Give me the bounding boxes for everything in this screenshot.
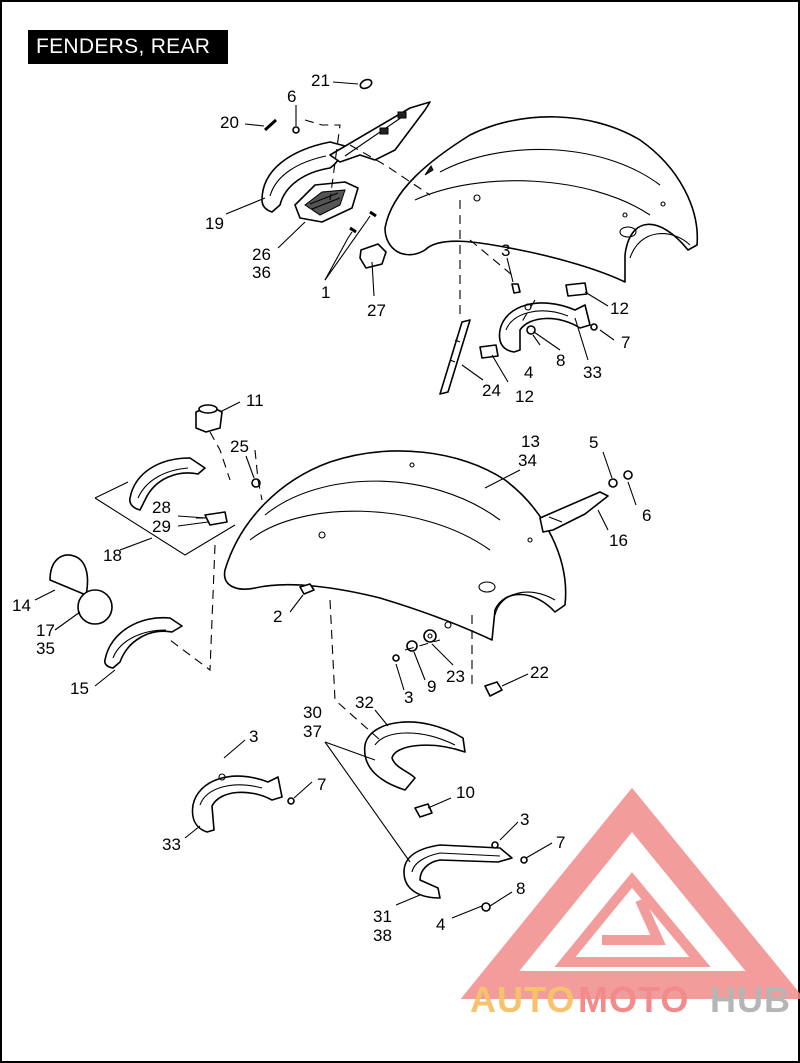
part-12-decals xyxy=(479,282,588,359)
callout-8-lower: 8 xyxy=(516,879,525,898)
callout-26: 26 xyxy=(252,245,271,264)
callout-3-left: 3 xyxy=(249,727,258,746)
part-1-screws xyxy=(349,210,377,234)
callout-18: 18 xyxy=(103,546,122,565)
part-15-lamp-housing xyxy=(104,616,183,669)
watermark-logo xyxy=(460,787,800,999)
upper-rear-fender xyxy=(384,116,699,283)
callout-23: 23 xyxy=(446,667,465,686)
callout-34: 34 xyxy=(518,451,537,470)
part-24-support-strip xyxy=(439,319,471,395)
callout-30: 30 xyxy=(303,703,322,722)
diagram-title: FENDERS, REAR xyxy=(28,30,228,64)
part-14-lens xyxy=(49,554,89,596)
callout-32: 32 xyxy=(355,693,374,712)
callout-5: 5 xyxy=(589,433,598,452)
callout-16: 16 xyxy=(609,531,628,550)
callout-6-upper: 6 xyxy=(287,87,296,106)
leader-lines xyxy=(34,81,637,919)
callout-29: 29 xyxy=(152,517,171,536)
watermark-text-moto: MOTO xyxy=(578,979,689,1020)
callout-1: 1 xyxy=(321,283,330,302)
callout-17: 17 xyxy=(36,621,55,640)
part-18-lamp-housing xyxy=(129,457,228,526)
callout-2: 2 xyxy=(273,607,282,626)
callout-labels: 21 6 20 19 26 36 1 27 3 12 7 8 4 33 24 1… xyxy=(12,71,651,945)
callout-20: 20 xyxy=(220,113,239,132)
callout-12-left: 12 xyxy=(515,387,534,406)
part-11-grommet xyxy=(195,404,223,433)
part-5-6-hardware xyxy=(608,470,633,488)
upper-small-hardware xyxy=(263,78,373,134)
callout-33-lower: 33 xyxy=(162,835,181,854)
callout-31: 31 xyxy=(373,907,392,926)
part-33-lower-bracket xyxy=(191,773,295,833)
callout-24: 24 xyxy=(482,381,501,400)
callout-19: 19 xyxy=(205,214,224,233)
callout-12-right: 12 xyxy=(610,299,629,318)
callout-38: 38 xyxy=(373,926,392,945)
callout-14: 14 xyxy=(12,596,31,615)
callout-7-upper: 7 xyxy=(621,333,630,352)
part-19-light-housing xyxy=(261,141,346,213)
callout-21: 21 xyxy=(311,71,330,90)
upper-strap xyxy=(329,101,431,163)
callout-27: 27 xyxy=(367,301,386,320)
callout-35: 35 xyxy=(36,639,55,658)
callout-11: 11 xyxy=(246,391,264,410)
callout-4-upper: 4 xyxy=(524,363,533,382)
part-10-clip xyxy=(414,803,433,818)
callout-3-lower: 3 xyxy=(520,810,529,829)
callout-36: 36 xyxy=(252,263,271,282)
callout-22: 22 xyxy=(530,663,549,682)
callout-25: 25 xyxy=(230,437,249,456)
part-26-lamp-assembly xyxy=(294,181,359,223)
part-16-fender-brace xyxy=(539,491,609,533)
callout-7-lower: 7 xyxy=(556,833,565,852)
callout-13: 13 xyxy=(521,432,540,451)
callout-37: 37 xyxy=(303,722,322,741)
callout-8-upper: 8 xyxy=(556,351,565,370)
callout-4-lower: 4 xyxy=(436,915,445,934)
part-17-lens xyxy=(77,589,113,625)
part-33-upper-bracket xyxy=(498,302,591,353)
upper-hardware xyxy=(511,283,598,335)
part-32-support-bracket xyxy=(363,721,466,791)
callout-33-upper: 33 xyxy=(583,363,602,382)
assembly-lines xyxy=(169,119,536,741)
callout-3-upper: 3 xyxy=(501,241,510,260)
part-31-rack xyxy=(403,841,528,912)
watermark-text-hub: HUB xyxy=(710,979,791,1020)
callout-9: 9 xyxy=(427,677,436,696)
part-27-clip xyxy=(359,243,387,269)
callout-28: 28 xyxy=(152,498,171,517)
callout-6-lower: 6 xyxy=(642,506,651,525)
callout-15: 15 xyxy=(70,679,89,698)
callout-7-left: 7 xyxy=(317,775,326,794)
watermark-text-auto: AUTO xyxy=(470,979,575,1020)
callout-3-mid: 3 xyxy=(404,688,413,707)
callout-10: 10 xyxy=(456,783,475,802)
